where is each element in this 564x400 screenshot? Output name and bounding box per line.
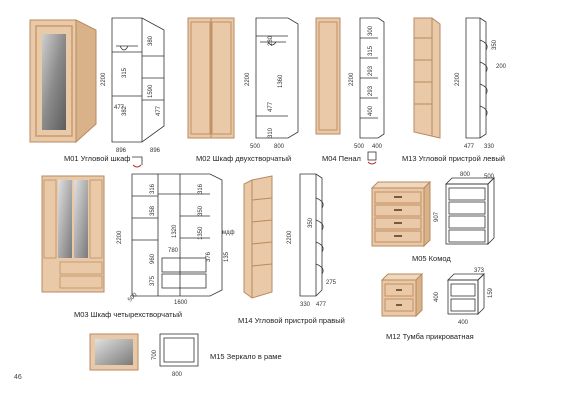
m03-dim-1350: 1350 <box>198 226 204 240</box>
m14-drawing: 2200 350 275 330 477 <box>287 173 337 308</box>
m01-dim-380: 380 <box>148 35 154 46</box>
m04-render <box>315 17 341 135</box>
m02-dim-500: 500 <box>250 144 261 150</box>
m14-dim-330: 330 <box>300 302 311 308</box>
m14-render <box>243 175 273 299</box>
m04-dim-400a: 400 <box>368 105 374 116</box>
m03-dim-960: 960 <box>150 253 156 264</box>
m03-dim-376: 376 <box>206 251 212 262</box>
m03-dim-mdf: мдф <box>222 230 235 236</box>
m01-dim-382: 382 <box>122 105 128 116</box>
m12-drawing: 373 400 159 400 <box>434 268 494 326</box>
m04-dim-300: 300 <box>368 25 374 36</box>
m03-caption: М03 Шкаф четырехстворчатый <box>74 310 183 319</box>
m12-dim-400b: 400 <box>458 320 469 326</box>
m01-dim-315: 315 <box>122 67 128 78</box>
m01-dim-1590: 1590 <box>148 84 154 98</box>
m14-dim-350: 350 <box>308 217 314 228</box>
m12-render <box>380 272 424 318</box>
m04-dim-400b: 400 <box>372 144 383 150</box>
m13-caption: М13 Угловой пристрой левый <box>402 154 505 163</box>
m13-drawing: 2200 350 200 477 330 <box>455 17 507 150</box>
m13-render <box>413 17 441 139</box>
m02-dim-800: 800 <box>274 144 285 150</box>
m01-dim-height: 2200 <box>101 72 107 86</box>
m01-dim-477a: 477 <box>114 105 125 111</box>
m15-dim-700: 700 <box>152 349 158 360</box>
m02-dim-1360: 1360 <box>278 74 284 88</box>
m15-render <box>89 333 139 371</box>
m03-dim-1600: 1600 <box>174 300 188 306</box>
m03-dim-375: 375 <box>150 275 156 286</box>
m14-dim-477: 477 <box>316 302 327 308</box>
m03-dim-350: 350 <box>198 205 204 216</box>
m02-dim-477: 477 <box>268 101 274 112</box>
m14-caption: М14 Угловой пристрой правый <box>238 316 345 325</box>
m02-dim-280: 280 <box>268 35 274 46</box>
m13-dim-height: 2200 <box>455 72 461 86</box>
m13-dim-350: 350 <box>492 39 498 50</box>
m03-dim-1320: 1320 <box>172 224 178 238</box>
m01-dim-896b: 896 <box>150 148 161 154</box>
page-number: 46 <box>14 374 22 381</box>
m04-dim-500: 500 <box>354 144 365 150</box>
m15-caption: М15 Зеркало в раме <box>210 352 282 361</box>
m04-dim-height: 2200 <box>349 72 355 86</box>
m01-dim-896a: 896 <box>116 148 127 154</box>
m04-dim-293b: 293 <box>368 85 374 96</box>
m13-dim-200: 200 <box>496 64 507 70</box>
m02-dim-310: 310 <box>268 127 274 138</box>
m04-drawing: 2200 300 315 293 293 400 500 400 <box>349 17 385 150</box>
m02-render <box>187 17 235 139</box>
m04-plan-icon <box>367 151 377 165</box>
m01-plan-icon <box>132 156 143 168</box>
m01-dim-477b: 477 <box>156 105 162 116</box>
m05-dim-500: 500 <box>484 174 495 180</box>
m03-render <box>41 175 105 293</box>
m01-render <box>29 19 97 144</box>
m01-drawing: 2200 380 315 1590 477 382 477 896 896 <box>101 17 165 154</box>
m04-dim-315: 315 <box>368 45 374 56</box>
m03-dim-135: 135 <box>224 251 230 262</box>
m03-drawing: 2200 316 316 358 350 1320 1350 960 780 3… <box>117 173 235 306</box>
m02-drawing: 2200 280 1360 477 310 500 800 <box>245 17 299 150</box>
m03-dim-height: 2200 <box>117 230 123 244</box>
m12-dim-373: 373 <box>474 268 485 274</box>
m01-caption: М01 Угловой шкаф <box>64 154 131 163</box>
m13-dim-477: 477 <box>464 144 475 150</box>
m12-caption: М12 Тумба прикроватная <box>386 332 474 341</box>
m13-dim-330: 330 <box>484 144 495 150</box>
m03-dim-500: 500 <box>127 292 139 304</box>
m14-dim-height: 2200 <box>287 230 293 244</box>
m15-dim-800: 800 <box>172 372 183 378</box>
m04-dim-293a: 293 <box>368 65 374 76</box>
m03-dim-316a: 316 <box>150 183 156 194</box>
m05-caption: М05 Комод <box>412 254 451 263</box>
m15-drawing: 700 800 <box>152 333 199 378</box>
m05-dim-800: 800 <box>460 172 471 178</box>
m03-dim-316b: 316 <box>198 183 204 194</box>
m05-dim-907: 907 <box>434 211 440 222</box>
m05-drawing: 800 500 907 <box>434 172 495 245</box>
m03-dim-780: 780 <box>168 248 179 254</box>
m03-dim-358: 358 <box>150 205 156 216</box>
m14-dim-275: 275 <box>326 280 337 286</box>
m12-dim-159: 159 <box>488 287 494 298</box>
m05-render <box>370 180 432 248</box>
m02-dim-height: 2200 <box>245 72 251 86</box>
m04-caption: М04 Пенал <box>322 154 361 163</box>
m12-dim-400a: 400 <box>434 291 440 302</box>
m02-caption: М02 Шкаф двухстворчатый <box>196 154 292 163</box>
